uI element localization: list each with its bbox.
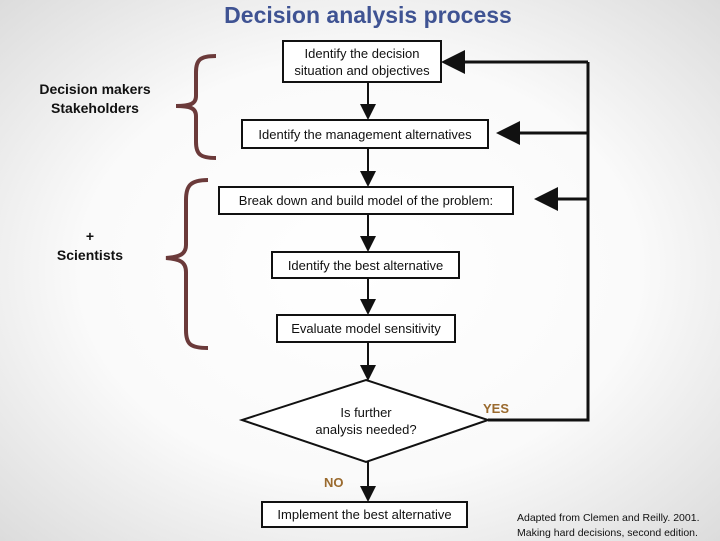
no-label: NO xyxy=(324,475,344,490)
decision-text: Is further analysis needed? xyxy=(296,404,436,438)
citation-line2: Making hard decisions, second edition. xyxy=(517,527,698,539)
feedback-loop xyxy=(488,62,590,422)
step-implement: Implement the best alternative xyxy=(261,501,468,528)
stakeholders-line1: Decision makers xyxy=(39,81,151,97)
citation: Adapted from Clemen and Reilly. 2001. Ma… xyxy=(517,511,700,541)
decision-diamond xyxy=(238,378,492,464)
plus-sign: + xyxy=(85,228,95,244)
step-identify-alternatives: Identify the management alternatives xyxy=(241,119,489,149)
stakeholders-label: Decision makers Stakeholders xyxy=(20,80,170,118)
step-1-line2: situation and objectives xyxy=(294,62,430,78)
step-best-alternative: Identify the best alternative xyxy=(271,251,460,279)
decision-line2: analysis needed? xyxy=(315,422,417,437)
step-build-model: Break down and build model of the proble… xyxy=(218,186,514,215)
page-title: Decision analysis process xyxy=(224,2,512,28)
brace-scientists xyxy=(165,178,209,350)
stakeholders-line2: Stakeholders xyxy=(51,100,139,116)
brace-stakeholders xyxy=(175,54,217,160)
scientists-text: Scientists xyxy=(56,247,124,263)
scientists-label: + Scientists xyxy=(15,227,165,265)
citation-line1: Adapted from Clemen and Reilly. 2001. xyxy=(517,512,700,524)
yes-label: YES xyxy=(483,401,510,416)
decision-line1: Is further xyxy=(340,405,392,420)
step-evaluate-sensitivity: Evaluate model sensitivity xyxy=(276,314,456,343)
step-1-line1: Identify the decision xyxy=(304,45,420,61)
